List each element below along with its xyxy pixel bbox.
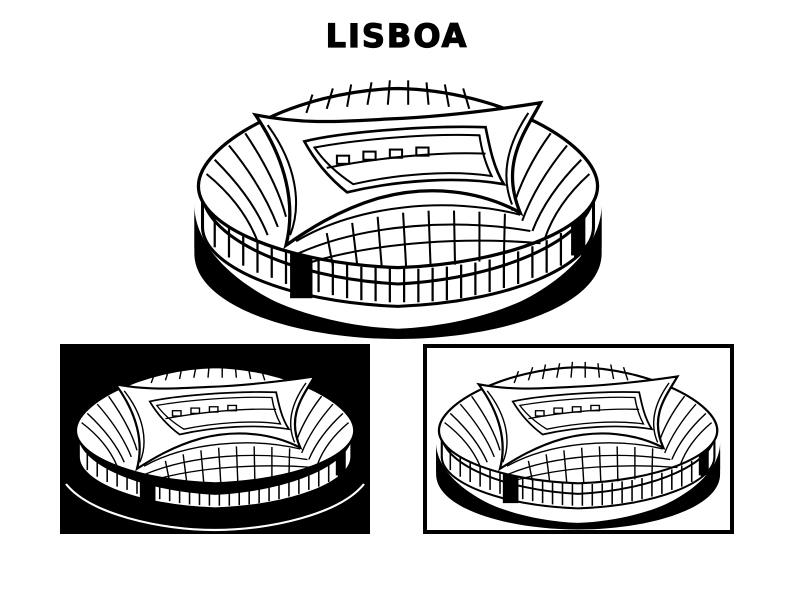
stadium-framed-panel <box>423 344 734 534</box>
page-title: LISBOA <box>325 16 469 55</box>
stadium-inverted-panel <box>60 344 370 534</box>
stadium-main-illustration <box>192 78 604 341</box>
